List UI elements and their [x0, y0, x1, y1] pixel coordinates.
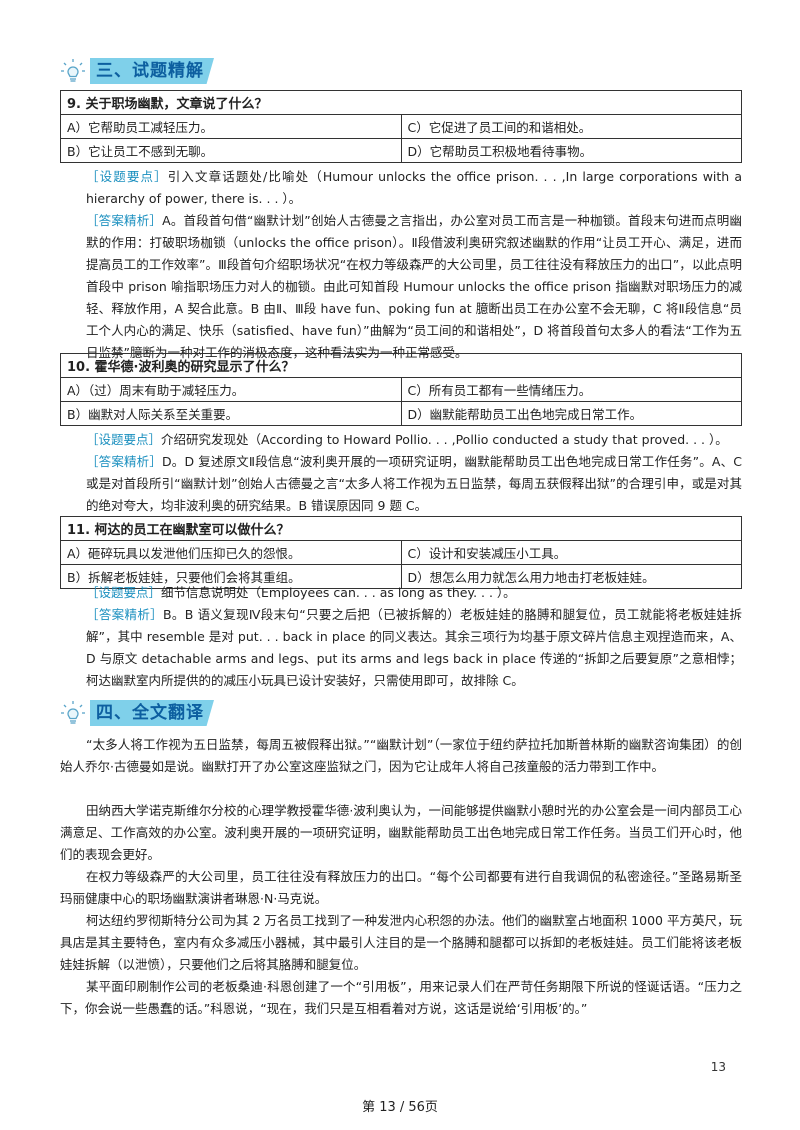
translation-paragraph-2: 田纳西大学诺克斯维尔分校的心理学教授霍华德·波利奥认为，一间能够提供幽默小憩时光…: [60, 803, 742, 862]
option-b: B）它让员工不感到无聊。: [60, 138, 402, 163]
question-text: 11. 柯达的员工在幽默室可以做什么？: [60, 516, 742, 541]
design-point-tag: ［设题要点］: [86, 169, 168, 184]
answer-text: A。首段首句借“幽默计划”创始人古德曼之言指出，办公室对员工而言是一种枷锁。首段…: [86, 213, 742, 360]
design-point-9: ［设题要点］引入文章话题处/比喻处（Humour unlocks the off…: [86, 166, 742, 210]
option-c: C）它促进了员工间的和谐相处。: [400, 114, 742, 139]
answer-tag: ［答案精析］: [86, 454, 163, 469]
option-b: B）拆解老板娃娃，只要他们会将其重组。: [60, 564, 402, 589]
lightbulb-icon: [61, 59, 85, 82]
answer-analysis-9: ［答案精析］A。首段首句借“幽默计划”创始人古德曼之言指出，办公室对员工而言是一…: [86, 210, 742, 364]
page-footer: 第 13 / 56页: [362, 1100, 438, 1115]
translation-paragraph-1: “太多人将工作视为五日监禁，每周五被假释出狱。”“幽默计划”（一家位于纽约萨拉托…: [60, 737, 742, 774]
translation-paragraph-5: 某平面印刷制作公司的老板桑迪·科恩创建了一个“引用板”，用来记录人们在严苛任务期…: [60, 979, 742, 1016]
question-table-10: 10. 霍华德·波利奥的研究显示了什么？ A）（过）周末有助于减轻压力。 C）所…: [60, 353, 742, 426]
option-a: A）（过）周末有助于减轻压力。: [60, 377, 402, 402]
section-title: 三、试题精解: [90, 58, 214, 84]
option-a: A）砸碎玩具以发泄他们压抑已久的怨恨。: [60, 540, 402, 565]
option-d: D）幽默能帮助员工出色地完成日常工作。: [400, 401, 742, 426]
question-text: 10. 霍华德·波利奥的研究显示了什么？: [60, 353, 742, 378]
section-title: 四、全文翻译: [90, 700, 214, 726]
answer-analysis-11: ［答案精析］B。B 语义复现Ⅳ段末句“只要之后把（已被拆解的）老板娃娃的胳膊和腿…: [86, 604, 742, 692]
answer-analysis-10: ［答案精析］D。D 复述原文Ⅱ段信息“波利奥开展的一项研究证明，幽默能帮助员工出…: [86, 451, 742, 517]
option-b: B）幽默对人际关系至关重要。: [60, 401, 402, 426]
design-point-text: 引入文章话题处/比喻处（Humour unlocks the office pr…: [86, 169, 742, 206]
design-point-10: ［设题要点］介绍研究发现处（According to Howard Pollio…: [86, 429, 742, 451]
translation-paragraph-4: 柯达纽约罗彻斯特分公司为其 2 万名员工找到了一种发泄内心积怨的办法。他们的幽默…: [60, 913, 742, 972]
answer-text: D。D 复述原文Ⅱ段信息“波利奥开展的一项研究证明，幽默能帮助员工出色地完成日常…: [86, 454, 742, 513]
design-point-tag: ［设题要点］: [86, 585, 162, 600]
lightbulb-icon: [61, 701, 85, 724]
page-number: 13: [710, 1060, 726, 1074]
section-header-4: 四、全文翻译: [60, 700, 214, 726]
option-d: D）想怎么用力就怎么用力地击打老板娃娃。: [400, 564, 742, 589]
design-point-11: ［设题要点］细节信息说明处（Employees can. . . as long…: [86, 582, 742, 604]
option-a: A）它帮助员工减轻压力。: [60, 114, 402, 139]
answer-tag: ［答案精析］: [86, 607, 163, 622]
design-point-tag: ［设题要点］: [86, 432, 162, 447]
design-point-text: 介绍研究发现处（According to Howard Pollio. . . …: [161, 432, 728, 447]
section-header-3: 三、试题精解: [60, 58, 214, 84]
translation-paragraph-3: 在权力等级森严的大公司里，员工往往没有释放压力的出口。“每个公司都要有进行自我调…: [60, 869, 742, 906]
question-table-11: 11. 柯达的员工在幽默室可以做什么？ A）砸碎玩具以发泄他们压抑已久的怨恨。 …: [60, 516, 742, 589]
question-text: 9. 关于职场幽默，文章说了什么？: [60, 90, 742, 115]
answer-tag: ［答案精析］: [86, 213, 163, 228]
answer-text: B。B 语义复现Ⅳ段末句“只要之后把（已被拆解的）老板娃娃的胳膊和腿复位，员工就…: [86, 607, 742, 688]
design-point-text: 细节信息说明处（Employees can. . . as long as th…: [161, 585, 516, 600]
option-c: C）所有员工都有一些情绪压力。: [400, 377, 742, 402]
option-d: D）它帮助员工积极地看待事物。: [400, 138, 742, 163]
option-c: C）设计和安装减压小工具。: [400, 540, 742, 565]
question-table-9: 9. 关于职场幽默，文章说了什么？ A）它帮助员工减轻压力。 C）它促进了员工间…: [60, 90, 742, 163]
